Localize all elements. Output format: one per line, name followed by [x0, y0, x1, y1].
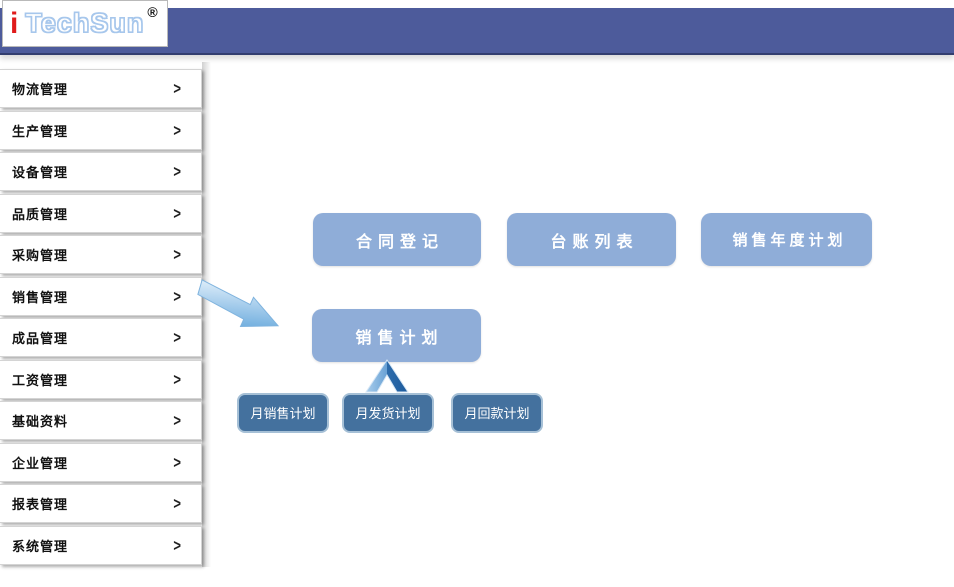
sidebar-item-sales[interactable]: 销售管理 > — [0, 276, 202, 316]
sidebar-item-base-data[interactable]: 基础资料 > — [0, 401, 202, 440]
sidebar-item-enterprise[interactable]: 企业管理 > — [0, 442, 202, 482]
sidebar-item-label: 基础资料 — [12, 414, 69, 429]
sidebar-item-production[interactable]: 生产管理 > — [0, 110, 202, 150]
chevron-right-icon: > — [173, 328, 181, 347]
chevron-right-icon: > — [173, 452, 181, 472]
sidebar-item-label: 设备管理 — [12, 165, 69, 180]
sidebar-item-label: 物流管理 — [12, 82, 69, 97]
brand-logo: i TechSun ® — [2, 0, 168, 47]
registered-trademark-icon: ® — [147, 4, 158, 20]
chevron-right-icon: > — [173, 120, 181, 140]
sidebar-item-logistics[interactable]: 物流管理 > — [0, 69, 202, 108]
chevron-right-icon: > — [173, 369, 181, 389]
logo-brand-text: TechSun — [25, 8, 145, 38]
sidebar-shadow — [202, 62, 211, 567]
up-chevron-arrow-icon — [364, 358, 410, 394]
sidebar-item-label: 销售管理 — [12, 289, 69, 305]
sidebar-item-label: 企业管理 — [12, 455, 69, 471]
sidebar-item-quality[interactable]: 品质管理 > — [0, 193, 202, 233]
contract-registration-button[interactable]: 合同登记 — [313, 213, 481, 266]
sidebar-item-payroll[interactable]: 工资管理 > — [0, 359, 202, 399]
monthly-shipment-plan-button[interactable]: 月发货计划 — [342, 393, 434, 433]
chevron-right-icon: > — [173, 79, 181, 98]
monthly-sales-plan-button[interactable]: 月销售计划 — [237, 393, 329, 433]
sidebar-item-purchasing[interactable]: 采购管理 > — [0, 235, 202, 274]
logo-i-mark: i — [10, 6, 19, 40]
sidebar-item-label: 报表管理 — [12, 497, 69, 512]
chevron-right-icon: > — [173, 245, 181, 264]
sidebar-item-label: 工资管理 — [12, 372, 69, 388]
annual-sales-plan-button[interactable]: 销售年度计划 — [701, 213, 872, 266]
monthly-collection-plan-button[interactable]: 月回款计划 — [451, 393, 543, 433]
sales-plan-button[interactable]: 销售计划 — [312, 309, 481, 362]
sidebar-item-system[interactable]: 系统管理 > — [0, 525, 202, 565]
chevron-right-icon: > — [173, 286, 181, 306]
sidebar-item-label: 系统管理 — [12, 538, 69, 554]
diagonal-arrow-icon — [196, 276, 300, 334]
chevron-right-icon: > — [173, 494, 181, 513]
chevron-right-icon: > — [173, 203, 181, 223]
sidebar-menu: 物流管理 > 生产管理 > 设备管理 > 品质管理 > 采购管理 > 销售管理 … — [0, 69, 202, 567]
ledger-list-button[interactable]: 台账列表 — [507, 213, 676, 266]
chevron-right-icon: > — [173, 162, 181, 181]
sidebar-item-label: 品质管理 — [12, 206, 69, 222]
sidebar-item-label: 采购管理 — [12, 248, 69, 263]
chevron-right-icon: > — [173, 535, 181, 555]
sidebar-item-equipment[interactable]: 设备管理 > — [0, 152, 202, 191]
sidebar-item-finished-goods[interactable]: 成品管理 > — [0, 318, 202, 357]
chevron-right-icon: > — [173, 411, 181, 430]
sidebar-item-label: 生产管理 — [12, 123, 69, 139]
sidebar-item-label: 成品管理 — [12, 331, 69, 346]
sidebar-item-reports[interactable]: 报表管理 > — [0, 484, 202, 523]
